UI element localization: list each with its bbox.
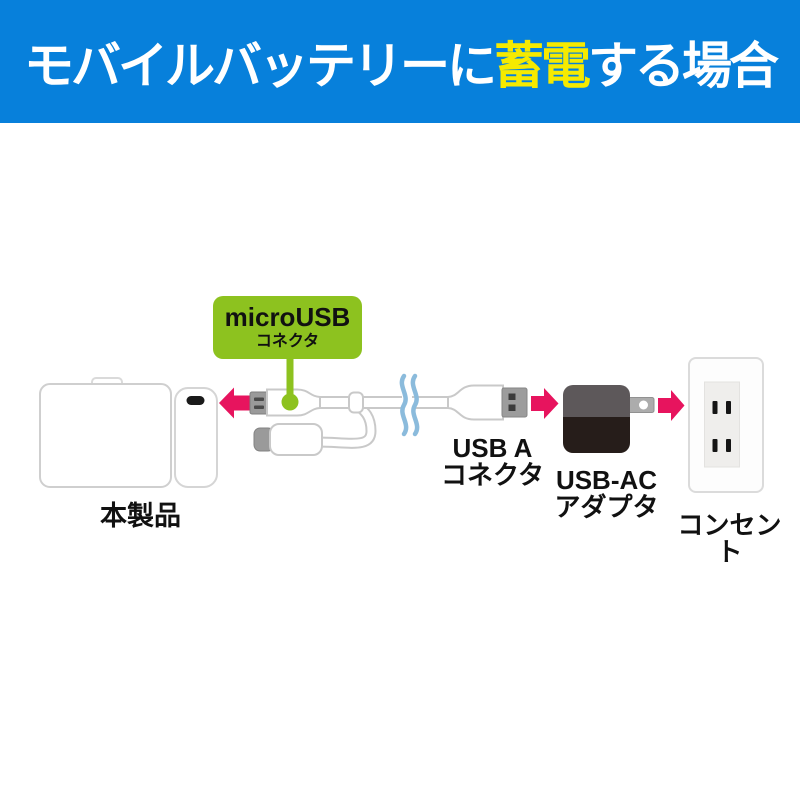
adapter-label-line2: アダプタ [554, 492, 659, 523]
outlet-slot [712, 401, 718, 414]
adapter-label: USB-AC アダプタ [544, 465, 669, 523]
header-banner: モバイルバッテリーに蓄電する場合 [0, 0, 800, 123]
usb-a-label-line2: コネクタ [441, 459, 544, 490]
battery-body [39, 383, 172, 488]
microusb-callout: microUSB コネクタ [213, 296, 362, 359]
adapter-body-top [563, 385, 630, 417]
callout-pointer-dot [281, 393, 299, 411]
callout-title: microUSB [224, 301, 351, 332]
usb-a-label: USB A コネクタ [430, 435, 555, 488]
outlet-slot [712, 439, 718, 452]
outlet-inner-panel [704, 381, 740, 468]
title-highlight: 蓄電 [494, 37, 591, 94]
battery-microusb-port [186, 396, 205, 405]
callout-pointer-line [286, 356, 294, 400]
usbc-connector-body [269, 423, 323, 456]
arrow-right-icon [658, 390, 685, 421]
usba-connector-tip [501, 387, 528, 418]
battery-connector-cap [174, 387, 218, 488]
charging-cable [249, 373, 528, 456]
arrow-right-icon [531, 388, 559, 419]
adapter-prong-hole [639, 400, 648, 410]
wall-outlet [688, 357, 764, 493]
usb-a-label-line1: USB A [452, 433, 533, 463]
title-post: する場合 [588, 37, 779, 94]
usba-tip-hole [508, 393, 516, 400]
usba-tip-hole [508, 404, 516, 411]
product-label: 本製品 [100, 501, 181, 531]
cable-ring [348, 391, 364, 414]
page-title: モバイルバッテリーに蓄電する場合 [24, 26, 779, 98]
mobile-battery [39, 377, 218, 488]
cable-break-icon [410, 373, 420, 437]
title-pre: モバイルバッテリーに [24, 37, 497, 94]
callout-subtitle: コネクタ [255, 332, 320, 350]
microusb-tip-contact [254, 405, 264, 409]
usb-ac-adapter [563, 385, 655, 453]
arrow-left-icon [219, 387, 250, 419]
adapter-body-bottom [563, 417, 630, 453]
usba-connector-body [447, 384, 504, 421]
cable-break-icon [399, 373, 409, 437]
microusb-tip-contact [254, 397, 264, 401]
adapter-label-line1: USB-AC [555, 465, 658, 495]
outlet-slot [726, 439, 731, 452]
outlet-label: コンセント [677, 510, 782, 568]
outlet-slot [726, 401, 731, 414]
